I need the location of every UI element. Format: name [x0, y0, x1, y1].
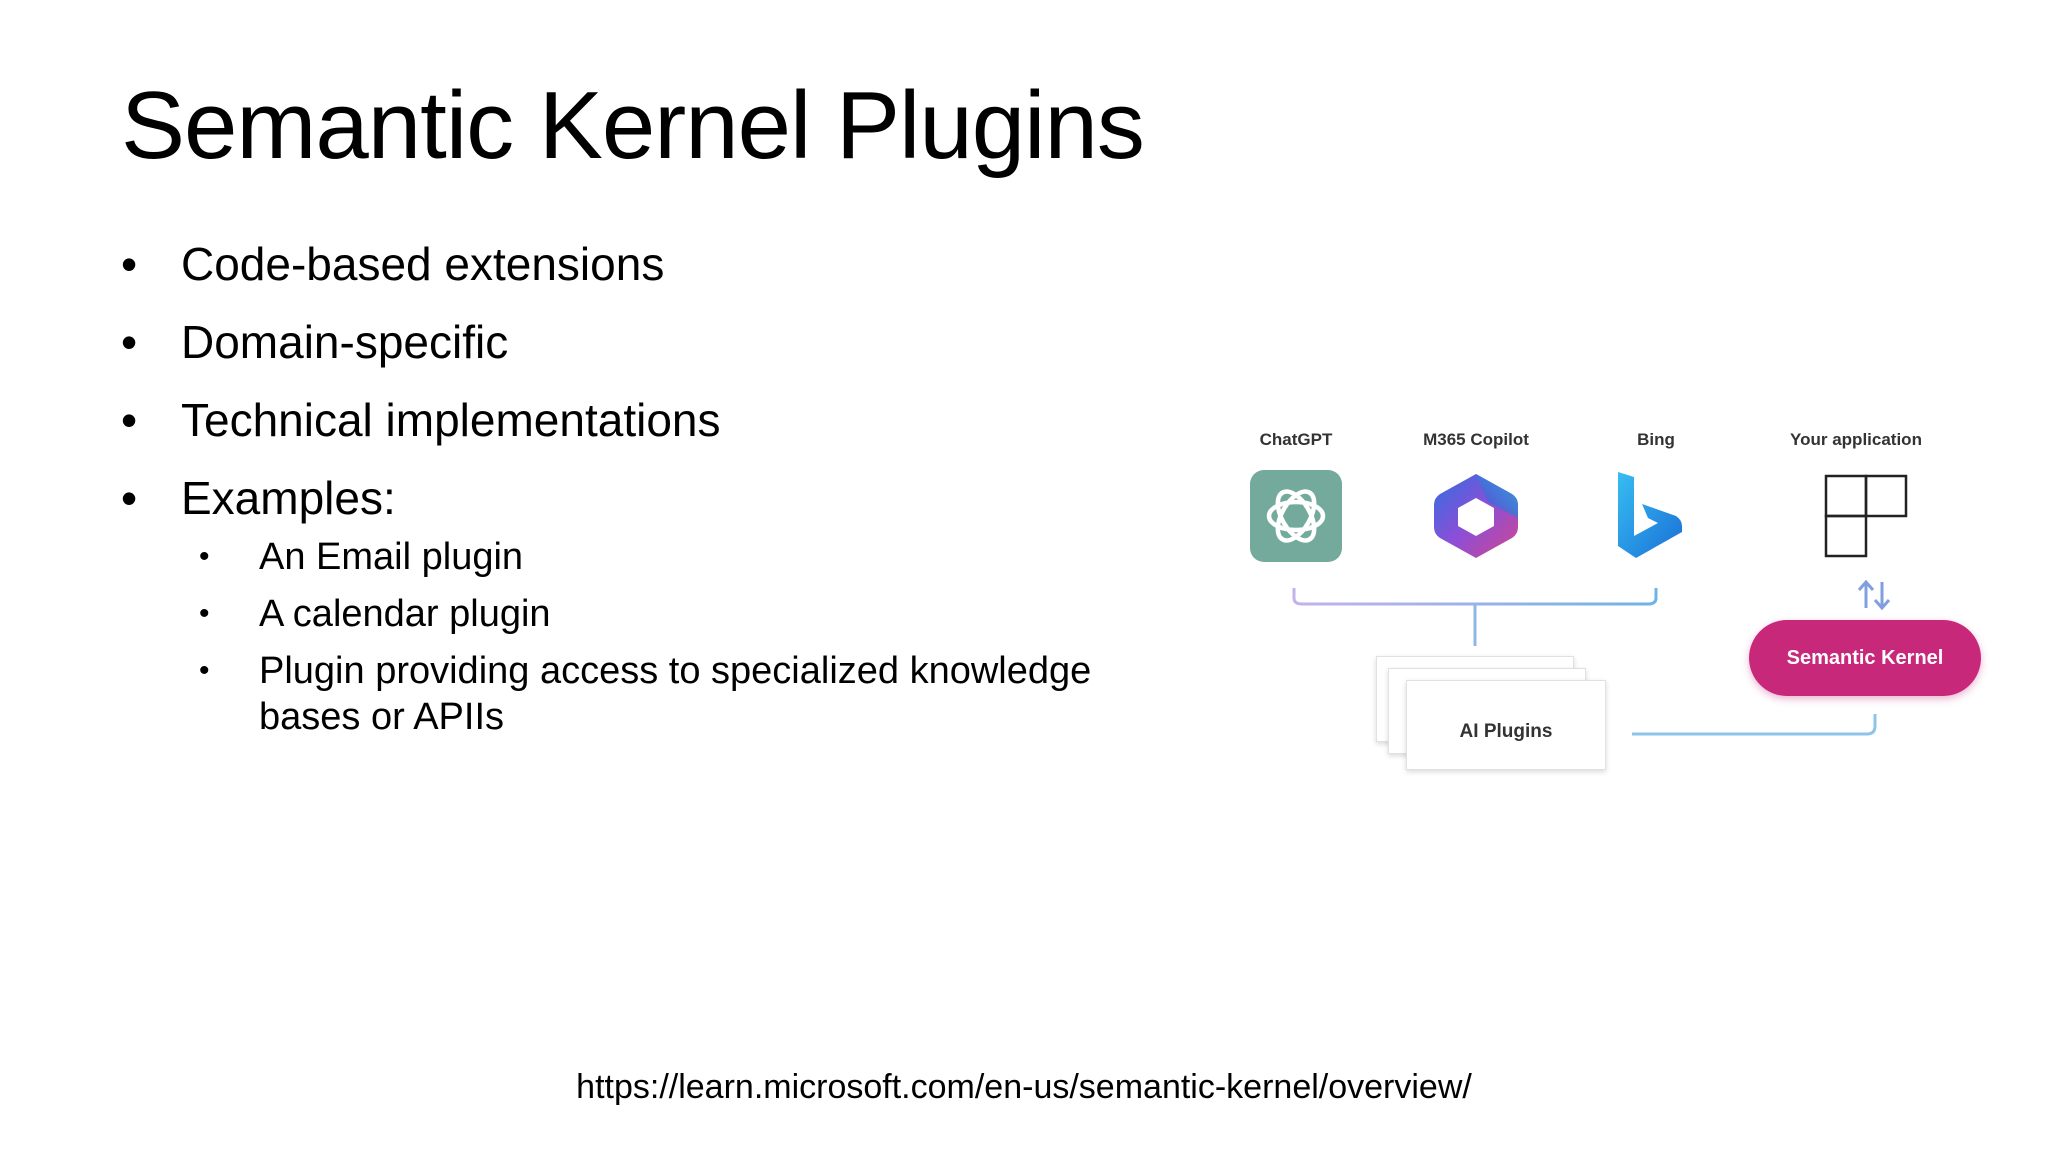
sub-bullet-dot: •	[199, 654, 210, 687]
slide-title: Semantic Kernel Plugins	[121, 72, 1145, 179]
app-label-m365-copilot: M365 Copilot	[1423, 430, 1529, 449]
bing-logo-icon	[1618, 472, 1682, 558]
plugins-to-kernel-connector	[1632, 714, 1877, 736]
sub-bullet-item: • A calendar plugin	[181, 591, 1141, 637]
app-label-bing: Bing	[1637, 430, 1675, 449]
bullet-dot: •	[121, 394, 138, 446]
sub-bullet-text: A calendar plugin	[259, 593, 551, 635]
sub-bullet-dot: •	[199, 540, 210, 573]
sub-bullet-text: An Email plugin	[259, 536, 524, 578]
bullet-dot: •	[121, 316, 138, 368]
chatgpt-logo-icon	[1250, 470, 1342, 562]
plugins-diagram: ChatGPT M365 Copilot Bing Your applicati…	[1230, 420, 2020, 800]
app-label-chatgpt: ChatGPT	[1259, 430, 1333, 449]
ai-plugins-label: AI Plugins	[1459, 721, 1553, 742]
bullet-list: •Code-based extensions •Domain-specific …	[121, 238, 1141, 766]
up-down-arrows-icon	[1857, 579, 1891, 611]
ai-plugins-card: AI Plugins	[1406, 680, 1606, 770]
semantic-kernel-badge: Semantic Kernel	[1749, 620, 1981, 696]
sub-bullet-dot: •	[199, 597, 210, 630]
bullet-text: Code-based extensions	[181, 238, 665, 290]
m365-copilot-logo-icon	[1434, 474, 1518, 558]
bullet-dot: •	[121, 238, 138, 290]
sub-bullet-list: • An Email plugin • A calendar plugin • Plu…	[181, 534, 1141, 740]
diagram-connectors	[1292, 579, 1891, 736]
bullet-text: Domain-specific	[181, 316, 509, 368]
sub-bullet-item: • Plugin providing access to specialized …	[181, 648, 1141, 740]
source-url: https://learn.microsoft.com/en-us/semant…	[576, 1068, 1472, 1106]
app-grid-icon	[1824, 474, 1908, 558]
bullet-item: • Domain-specific	[121, 316, 1141, 368]
sub-bullet-text: Plugin providing access to specialized k…	[259, 650, 1092, 738]
bullet-item: • Code-based extensions	[121, 238, 1141, 290]
apps-connector-bracket	[1292, 588, 1658, 606]
bullet-item: • Technical implementations	[121, 394, 1141, 446]
bullet-dot: •	[121, 472, 138, 524]
app-label-your-application: Your application	[1790, 430, 1922, 449]
bullet-item: • Examples: • An Email plugin • A calendar …	[121, 472, 1141, 740]
sub-bullet-item: • An Email plugin	[181, 534, 1141, 580]
bullet-text: Technical implementations	[181, 394, 721, 446]
bullet-text: Examples:	[181, 472, 396, 524]
